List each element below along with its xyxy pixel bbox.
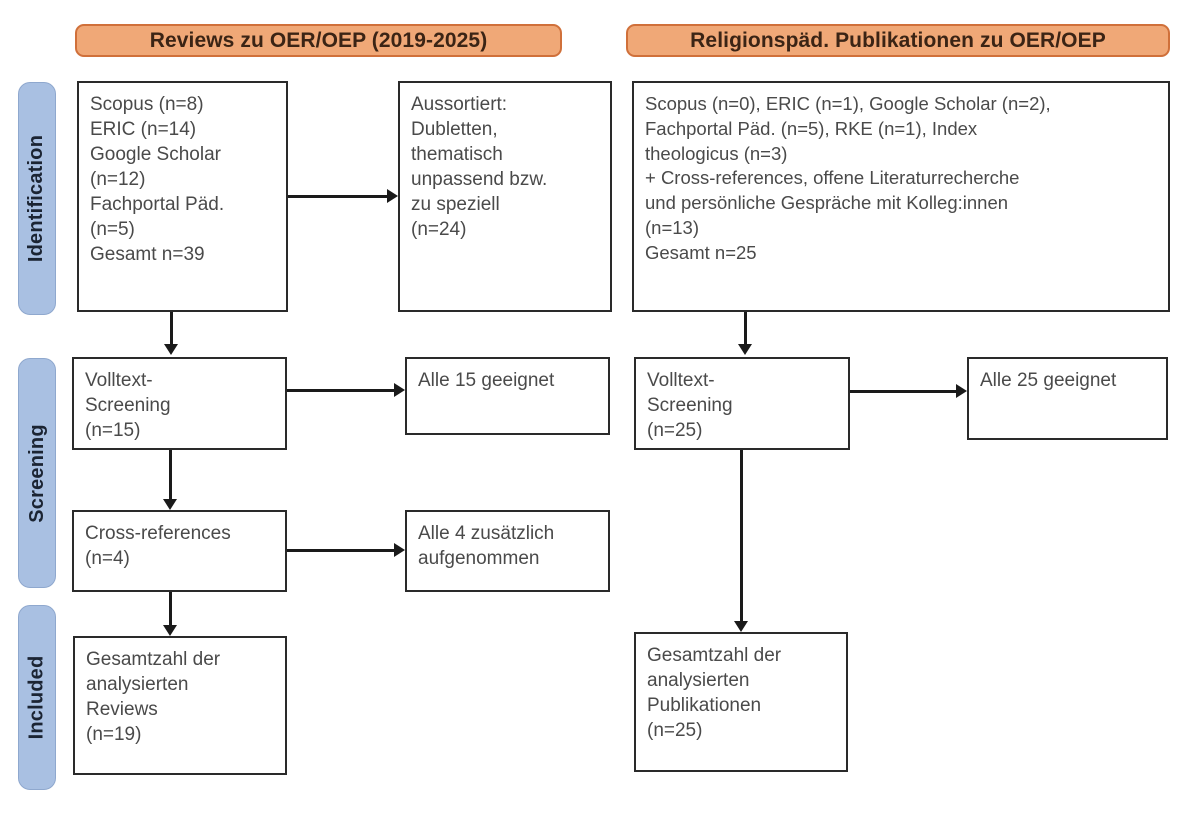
arrowhead-religionspaed-fulltext-to-result [956, 384, 967, 398]
connector-reviews-crossrefs-to-included [169, 592, 172, 627]
connector-religionspaed-ident-to-screening [744, 312, 747, 345]
connector-reviews-fulltext-to-result [287, 389, 394, 392]
arrowhead-reviews-crossrefs-to-result [394, 543, 405, 557]
stage-label-included-text: Included [25, 655, 48, 740]
connector-reviews-ident-to-screening [170, 312, 173, 345]
connector-religionspaed-screening-to-included [740, 450, 743, 622]
connector-religionspaed-fulltext-to-result [850, 390, 956, 393]
arrowhead-reviews-ident-to-excluded [387, 189, 398, 203]
stage-label-identification: Identification [18, 82, 56, 315]
stage-label-included: Included [18, 605, 56, 790]
connector-reviews-fulltext-to-crossrefs [169, 450, 172, 500]
box-reviews-crossreferences: Cross-references (n=4) [72, 510, 287, 592]
column-header-religionspaed: Religionspäd. Publikationen zu OER/OEP [626, 24, 1170, 57]
column-header-reviews: Reviews zu OER/OEP (2019-2025) [75, 24, 562, 57]
box-reviews-fulltext-screening: Volltext- Screening (n=15) [72, 357, 287, 450]
box-reviews-fulltext-result: Alle 15 geeignet [405, 357, 610, 435]
arrowhead-religionspaed-screening-to-included [734, 621, 748, 632]
box-reviews-crossreferences-result: Alle 4 zusätzlich aufgenommen [405, 510, 610, 592]
stage-label-screening-text: Screening [25, 423, 48, 523]
stage-label-screening: Screening [18, 358, 56, 588]
connector-reviews-crossrefs-to-result [287, 549, 394, 552]
stage-label-identification-text: Identification [25, 134, 48, 263]
arrowhead-reviews-ident-to-screening [164, 344, 178, 355]
arrowhead-reviews-crossrefs-to-included [163, 625, 177, 636]
arrowhead-reviews-fulltext-to-crossrefs [163, 499, 177, 510]
connector-reviews-ident-to-excluded [288, 195, 387, 198]
box-reviews-identification-excluded: Aussortiert: Dubletten, thematisch unpas… [398, 81, 612, 312]
box-reviews-included-total: Gesamtzahl der analysierten Reviews (n=1… [73, 636, 287, 775]
box-religionspaed-fulltext-screening: Volltext- Screening (n=25) [634, 357, 850, 450]
arrowhead-reviews-fulltext-to-result [394, 383, 405, 397]
box-religionspaed-identification-sources: Scopus (n=0), ERIC (n=1), Google Scholar… [632, 81, 1170, 312]
box-reviews-identification-sources: Scopus (n=8) ERIC (n=14) Google Scholar … [77, 81, 288, 312]
box-religionspaed-fulltext-result: Alle 25 geeignet [967, 357, 1168, 440]
box-religionspaed-included-total: Gesamtzahl der analysierten Publikatione… [634, 632, 848, 772]
arrowhead-religionspaed-ident-to-screening [738, 344, 752, 355]
